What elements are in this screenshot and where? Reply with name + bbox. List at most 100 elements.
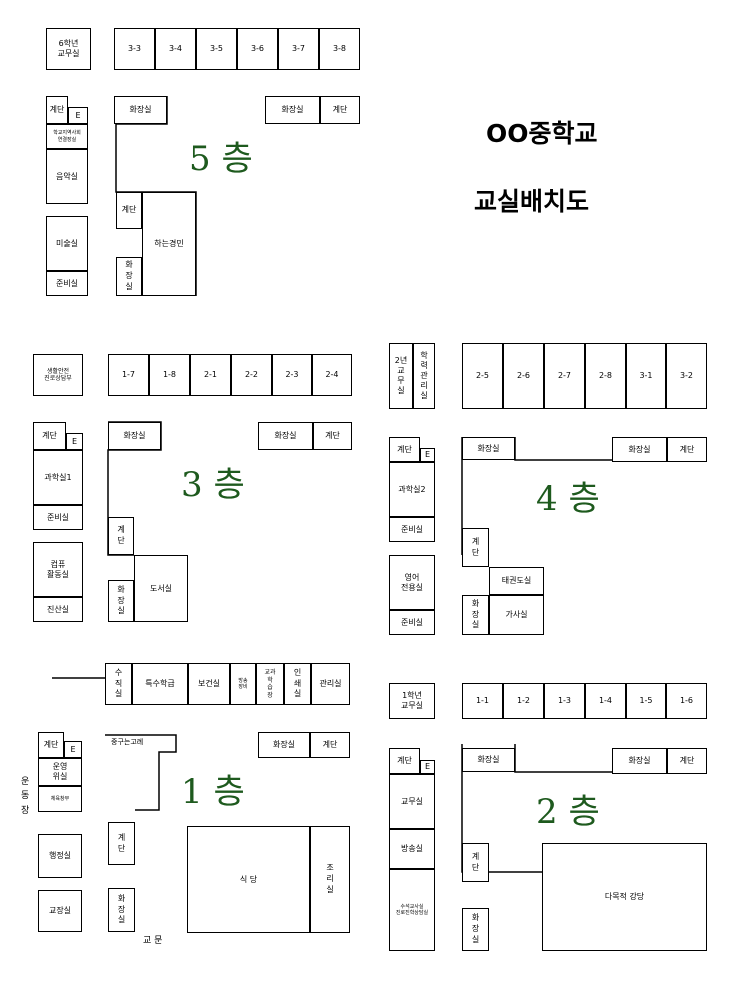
room-3f-counsel: 진산실: [33, 597, 83, 622]
room-4f-english: 영어 전용실: [389, 555, 435, 610]
room-2f-1-1: 1-1: [462, 683, 503, 719]
room-3f-prep: 준비실: [33, 505, 83, 530]
room-1f-special: 특수학급: [132, 663, 188, 705]
room-3f-2-2: 2-2: [231, 354, 272, 396]
room-2f-stairs-mid: 계 단: [462, 843, 489, 882]
room-5f-stairs-top: 계단: [320, 96, 360, 124]
room-5f-stairs-left: 계단: [46, 96, 68, 124]
room-4f-elevator: E: [420, 448, 435, 462]
room-2f-stairs-right: 계단: [667, 748, 707, 774]
room-2f-elevator: E: [420, 760, 435, 774]
room-3f-restroom-left: 화장실: [108, 422, 161, 450]
room-4f-study: 학 력 관 리 실: [413, 343, 435, 409]
room-2f-restroom-bottom: 화 장 실: [462, 908, 489, 951]
gate-label: 교 문: [143, 936, 163, 946]
room-2f-1-5: 1-5: [626, 683, 666, 719]
room-2f-1-2: 1-2: [503, 683, 544, 719]
room-3f-restroom-right: 화장실: [258, 422, 313, 450]
room-5f-art: 미술실: [46, 216, 88, 271]
room-1f-kitchen: 조 리 실: [310, 826, 350, 933]
room-5f-office: 6학년 교무실: [46, 28, 91, 70]
room-4f-stairs-right: 계단: [667, 437, 707, 462]
room-3f-2-4: 2-4: [312, 354, 352, 396]
room-2f-stairs-left: 계단: [389, 748, 420, 774]
room-4f-stairs-mid: 계 단: [462, 528, 489, 567]
room-4f-prep1: 준비실: [389, 517, 435, 542]
room-5f-3-5: 3-5: [196, 28, 237, 70]
room-5f-restroom-right: 화장실: [265, 96, 320, 124]
room-5f-3-8: 3-8: [319, 28, 360, 70]
room-1f-teachers: 수 직 실: [105, 663, 132, 705]
room-4f-3-2: 3-2: [666, 343, 707, 409]
room-5f-restroom-bottom: 화 장 실: [116, 257, 142, 296]
room-4f-prep2: 준비실: [389, 610, 435, 635]
room-2f-multi: 수석교사실 진로진학상담실: [389, 869, 435, 951]
room-2f-1-6: 1-6: [666, 683, 707, 719]
room-3f-1-7: 1-7: [108, 354, 149, 396]
room-5f-music: 음악실: [46, 149, 88, 204]
room-3f-2-1: 2-1: [190, 354, 231, 396]
room-3f-stairs-right: 계단: [313, 422, 352, 450]
room-5f-3-6: 3-6: [237, 28, 278, 70]
room-2f-1-4: 1-4: [585, 683, 626, 719]
room-5f-3-3: 3-3: [114, 28, 155, 70]
room-3f-club: 컴퓨 활동실: [33, 542, 83, 597]
room-3f-2-3: 2-3: [272, 354, 312, 396]
room-3f-restroom-bottom: 화 장 실: [108, 580, 134, 622]
room-3f-library: 도서실: [134, 555, 188, 622]
room-3f-elevator: E: [66, 433, 83, 450]
room-2f-broadcast: 방송실: [389, 829, 435, 869]
room-5f-elevator: E: [68, 107, 88, 124]
floor-1-label: 1 층: [181, 772, 245, 812]
room-1f-principal: 교장실: [38, 890, 82, 932]
room-2f-restroom-right: 화장실: [612, 748, 667, 774]
map-subtitle: 교실배치도: [474, 187, 590, 216]
room-5f-small-room: 학교지역사회 연결장실: [46, 124, 88, 149]
room-5f-3-7: 3-7: [278, 28, 319, 70]
room-1f-cafeteria: 식 당: [187, 826, 310, 933]
room-1f-health: 보건실: [188, 663, 230, 705]
playground-label: 운 동 장: [21, 777, 30, 816]
floor-5-label: 5 층: [189, 139, 253, 179]
room-3f-science1: 과학실1: [33, 450, 83, 505]
room-2f-office: 1학년 교무실: [389, 683, 435, 719]
room-4f-office: 2년 교 무 실: [389, 343, 413, 409]
room-4f-stairs-left: 계단: [389, 437, 420, 462]
room-2f-1-3: 1-3: [544, 683, 585, 719]
room-1f-ops: 운영 위실: [38, 758, 82, 786]
room-1f-stairs-left: 계단: [38, 732, 64, 758]
room-1f-print: 인 쇄 실: [284, 663, 311, 705]
room-4f-3-1: 3-1: [626, 343, 666, 409]
room-4f-taekwondo: 태권도실: [489, 567, 544, 595]
room-4f-home-ec: 가사실: [489, 595, 544, 635]
room-3f-office: 생활안전 진로상담부: [33, 354, 83, 396]
room-4f-2-5: 2-5: [462, 343, 503, 409]
room-4f-2-8: 2-8: [585, 343, 626, 409]
school-name: OO중학교: [486, 119, 598, 148]
room-3f-stairs-mid: 계 단: [108, 517, 134, 555]
room-1f-restroom-bottom: 화 장 실: [108, 888, 135, 932]
room-2f-auditorium: 다목적 강당: [542, 843, 707, 951]
room-1f-gym-room: 체육창부: [38, 786, 82, 812]
room-1f-lounge: 중구는고례: [111, 738, 144, 746]
room-3f-stairs-left: 계단: [33, 422, 66, 450]
room-5f-stairs-mid: 계단: [116, 192, 142, 229]
room-4f-science2: 과학실2: [389, 462, 435, 517]
room-1f-stairs-right: 계단: [310, 732, 350, 758]
floor-3-label: 3 층: [181, 465, 245, 505]
room-5f-hall: 하는경민: [142, 192, 196, 296]
room-2f-teachers: 교무실: [389, 774, 435, 829]
room-1f-admin: 교과 학 습 장: [256, 663, 284, 705]
room-4f-restroom-left: 화장실: [462, 437, 515, 460]
room-4f-2-6: 2-6: [503, 343, 544, 409]
room-2f-restroom-left: 화장실: [462, 748, 515, 772]
room-5f-3-4: 3-4: [155, 28, 196, 70]
room-4f-restroom-right: 화장실: [612, 437, 667, 462]
room-1f-broadcast: 방송 장비: [230, 663, 256, 705]
room-4f-restroom-bottom: 화 장 실: [462, 595, 489, 635]
room-1f-restroom-right: 화장실: [258, 732, 310, 758]
room-1f-manage: 관리실: [311, 663, 350, 705]
room-5f-prep: 준비실: [46, 271, 88, 296]
room-3f-1-8: 1-8: [149, 354, 190, 396]
floor-2-label: 2 층: [536, 792, 600, 832]
